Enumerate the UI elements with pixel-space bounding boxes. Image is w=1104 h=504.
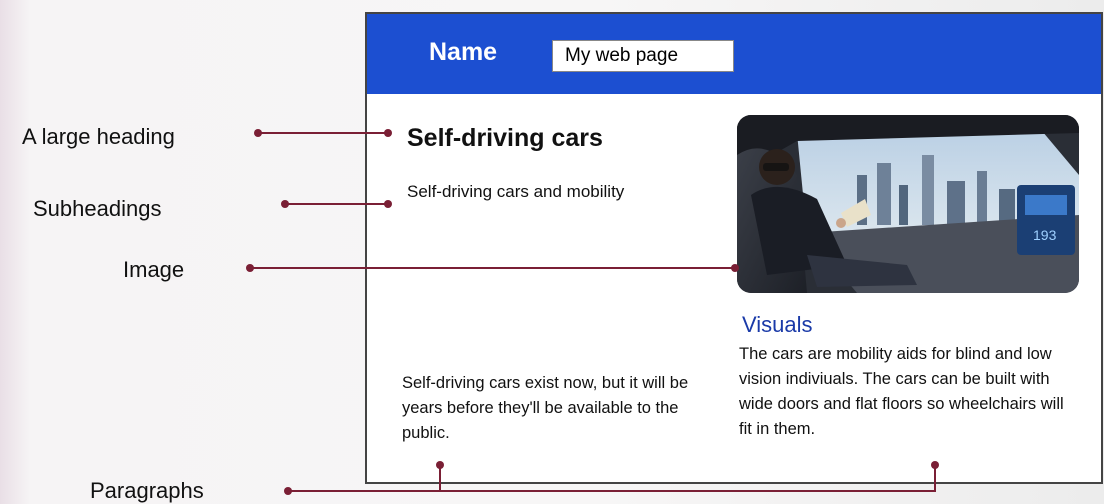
page-heading: Self-driving cars <box>407 124 603 152</box>
callout-large-heading: A large heading <box>22 124 175 149</box>
photo-of-person-reading-in-self-driving-car: 193 <box>737 115 1079 293</box>
mock-webpage: Name My web page Self-driving cars Self-… <box>365 12 1103 484</box>
name-label: Name <box>429 38 498 66</box>
callout-image: Image <box>123 257 185 282</box>
car-interior-image: 193 <box>737 115 1079 293</box>
callout-subheadings: Subheadings <box>33 196 162 221</box>
callout-paragraphs: Paragraphs <box>90 478 204 503</box>
paragraph-left: Self-driving cars exist now, but it will… <box>402 374 689 442</box>
svg-text:193: 193 <box>1033 227 1057 243</box>
page-subheading: Self-driving cars and mobility <box>407 182 625 201</box>
visuals-subheading: Visuals <box>742 312 813 337</box>
paragraph-right: The cars are mobility aids for blind and… <box>739 345 1064 438</box>
name-field[interactable]: My web page <box>552 40 734 72</box>
mock-header-bar: Name My web page <box>367 14 1101 94</box>
